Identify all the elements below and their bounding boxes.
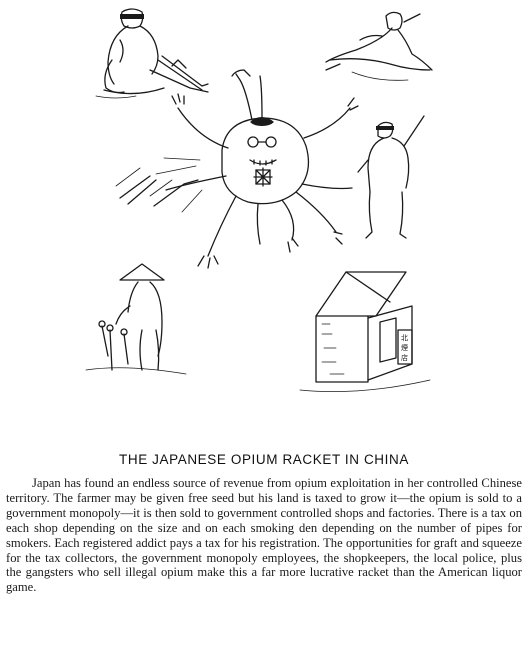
article-body-text: Japan has found an endless source of rev…: [6, 476, 522, 595]
policeman-figure: [357, 115, 425, 239]
shop-sign-char-2: 煙: [401, 343, 408, 352]
reclining-smoker-figure: [325, 11, 433, 81]
opium-shop-house: 北 煙 店: [299, 271, 431, 393]
shop-sign-char-1: 北: [401, 334, 408, 342]
cartoon-illustration: 北 煙 店: [85, 8, 433, 393]
motion-streaks: [115, 167, 199, 207]
farmer-figure: [85, 263, 187, 375]
central-monopoly-figure: [155, 69, 359, 269]
article-body: Japan has found an endless source of rev…: [6, 476, 522, 595]
opium-racket-cartoon: 北 煙 店: [85, 8, 433, 393]
seated-soldier-figure: [95, 8, 209, 99]
article-title: THE JAPANESE OPIUM RACKET IN CHINA: [119, 452, 409, 467]
shop-sign-char-3: 店: [401, 353, 408, 362]
